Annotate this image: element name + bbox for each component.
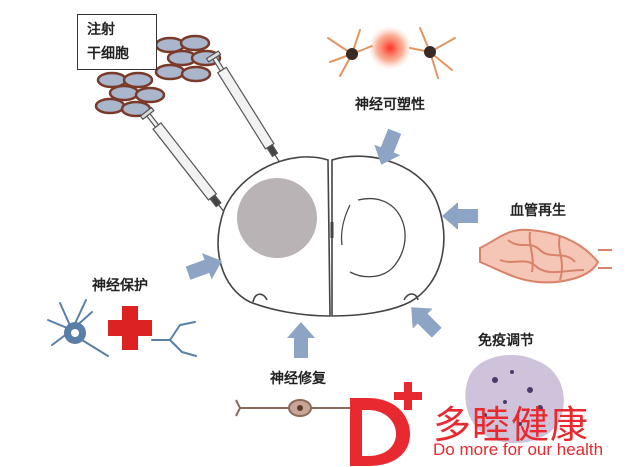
label-repair: 神经修复 bbox=[270, 371, 326, 387]
syringe-icon bbox=[139, 50, 287, 220]
neuron-plasticity-icon bbox=[327, 26, 456, 79]
logo-mark-icon bbox=[350, 382, 422, 466]
label-angiogenesis: 血管再生 bbox=[510, 203, 566, 219]
logo-name: 多睦健康 bbox=[433, 403, 590, 447]
logo-slogan: Do more for our health bbox=[433, 440, 604, 459]
immune-cell-icon bbox=[465, 355, 564, 444]
arrow-immune bbox=[411, 307, 442, 338]
axon-repair-icon bbox=[235, 399, 350, 417]
inject-label-box: 注射 干细胞 bbox=[77, 14, 157, 70]
inject-label-line2: 干细胞 bbox=[87, 46, 129, 62]
neuron-protection-icon bbox=[47, 299, 197, 357]
arrow-protection bbox=[185, 253, 222, 280]
lesion-area bbox=[237, 178, 317, 258]
inject-label-line1: 注射 bbox=[87, 22, 115, 38]
arrow-plasticity bbox=[374, 128, 402, 165]
arrow-repair bbox=[287, 322, 315, 358]
stem-cell-cluster bbox=[94, 34, 222, 118]
label-protection: 神经保护 bbox=[92, 278, 148, 294]
label-immune: 免疫调节 bbox=[478, 333, 534, 349]
blood-vessel-icon bbox=[479, 228, 612, 284]
label-plasticity: 神经可塑性 bbox=[355, 97, 425, 113]
arrow-angiogenesis bbox=[442, 202, 478, 230]
